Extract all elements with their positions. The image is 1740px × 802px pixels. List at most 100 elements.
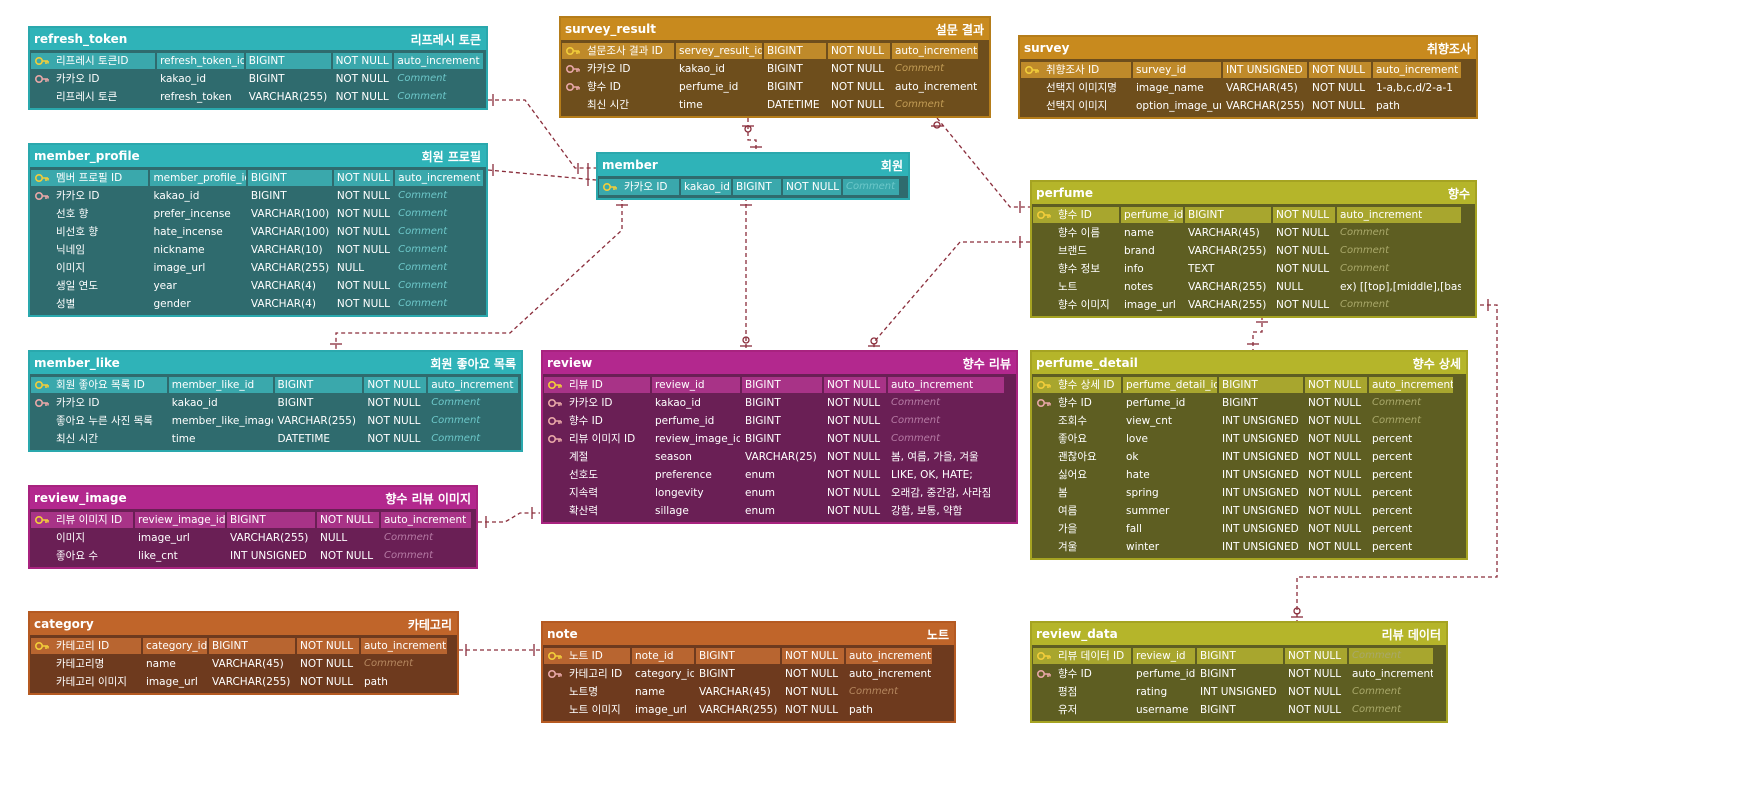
table-name: refresh_token bbox=[34, 32, 128, 46]
key-slot bbox=[31, 548, 53, 564]
column-comment: 오래감, 중간감, 사라짐 bbox=[891, 487, 992, 499]
column-null: NOT NULL bbox=[1308, 415, 1362, 427]
column-null: NOT NULL bbox=[336, 280, 391, 292]
column-label: 카테고리 ID bbox=[569, 668, 623, 680]
column-name: kakao_id bbox=[679, 63, 725, 75]
column-type: BIGINT bbox=[699, 668, 735, 680]
column-comment: Comment bbox=[1340, 299, 1389, 310]
column-null: NOT NULL bbox=[1308, 397, 1362, 409]
column-null: NOT NULL bbox=[1276, 299, 1330, 311]
column-comment: Comment bbox=[398, 244, 448, 255]
column-null: NOT NULL bbox=[367, 397, 421, 409]
column-label: 브랜드 bbox=[1058, 245, 1087, 257]
table-name: survey_result bbox=[565, 22, 656, 36]
primary-key-icon bbox=[544, 648, 566, 664]
column-comment: auto_increment bbox=[1352, 668, 1433, 680]
column-type: DATETIME bbox=[277, 433, 331, 445]
column-null: NOT NULL bbox=[1308, 487, 1362, 499]
column-null: NOT NULL bbox=[824, 377, 886, 393]
column-null: NOT NULL bbox=[1308, 433, 1362, 445]
table-name: member_like bbox=[34, 356, 120, 370]
table-name: category bbox=[34, 617, 94, 631]
column-label: 향수 정보 bbox=[1058, 263, 1100, 275]
column-null: NOT NULL bbox=[783, 179, 841, 195]
key-slot bbox=[31, 224, 53, 240]
